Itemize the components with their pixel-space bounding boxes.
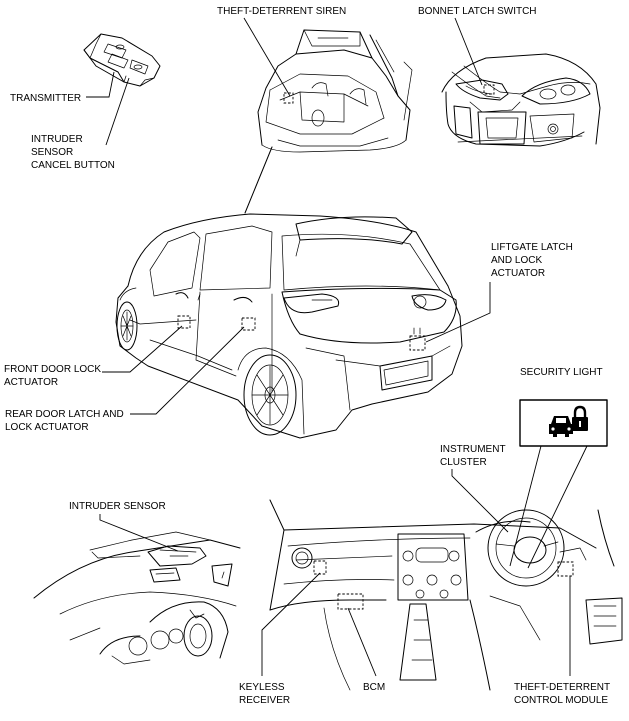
label-intruder-sensor: INTRUDER SENSOR — [69, 501, 166, 512]
callout-labels: THEFT-DETERRENT SIREN BONNET LATCH SWITC… — [4, 6, 613, 706]
label-instrument-cluster: INSTRUMENT CLUSTER — [440, 444, 508, 468]
label-front-door-lock-actuator: FRONT DOOR LOCK ACTUATOR — [4, 364, 104, 388]
siren-rear-view-illustration — [257, 29, 413, 153]
label-rear-door-latch-and-lock-actuator: REAR DOOR LATCH AND LOCK ACTUATOR — [5, 409, 127, 433]
label-liftgate-latch-and-lock-actuator: LIFTGATE LATCH AND LOCK ACTUATOR — [491, 242, 576, 279]
label-theft-deterrent-siren: THEFT-DETERRENT SIREN — [217, 6, 346, 17]
label-theft-deterrent-control-module: THEFT-DETERRENT CONTROL MODULE — [514, 682, 613, 706]
security-light-box — [509, 399, 608, 569]
transmitter-illustration — [83, 33, 161, 87]
main-car-illustration — [115, 146, 463, 439]
leader-lines — [86, 17, 571, 677]
bonnet-front-view-illustration — [441, 53, 601, 147]
label-security-light: SECURITY LIGHT — [520, 367, 603, 378]
label-transmitter: TRANSMITTER — [10, 93, 81, 104]
label-keyless-receiver: KEYLESS RECEIVER — [239, 682, 290, 706]
label-bonnet-latch-switch: BONNET LATCH SWITCH — [418, 6, 537, 17]
car-with-padlock-icon — [549, 405, 588, 437]
intruder-sensor-interior-illustration — [33, 531, 241, 665]
label-intruder-sensor-cancel-button: INTRUDER SENSOR CANCEL BUTTON — [31, 134, 115, 171]
label-bcm: BCM — [363, 682, 385, 693]
dashboard-interior-illustration — [269, 499, 623, 691]
